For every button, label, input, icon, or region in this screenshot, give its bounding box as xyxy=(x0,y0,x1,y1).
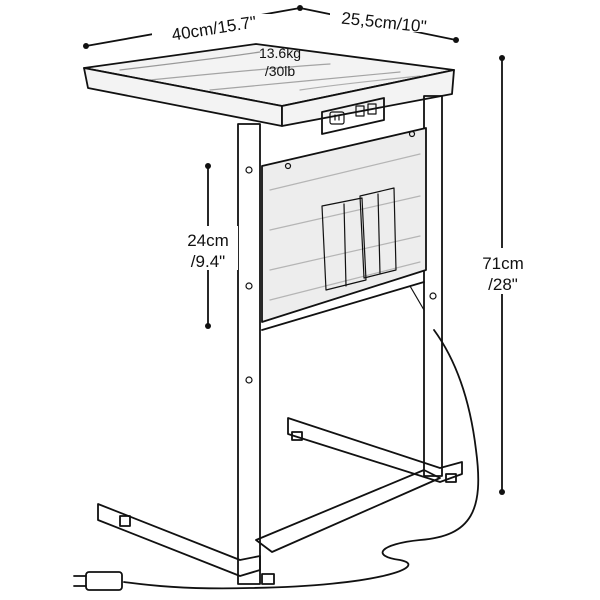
power-cord xyxy=(73,329,480,591)
back-brace xyxy=(261,281,425,331)
pocket-height-label-cm: 24cm xyxy=(187,231,229,250)
pocket-height-dimension: 24cm /9.4" xyxy=(178,163,238,329)
front-upright xyxy=(237,123,261,585)
weight-label-kg: 13.6kg xyxy=(259,45,301,61)
back-upright xyxy=(423,95,443,477)
power-strip xyxy=(321,97,385,135)
storage-pocket xyxy=(261,127,427,323)
weight-capacity: 13.6kg /30lb xyxy=(259,45,301,79)
power-outlet-icon xyxy=(329,111,345,125)
usb-port-icon xyxy=(355,103,377,117)
weight-label-lb: /30lb xyxy=(265,63,296,79)
depth-dimension: 25,5cm/10" xyxy=(299,7,459,43)
pocket-height-label-in: /9.4" xyxy=(191,252,225,271)
width-dimension: 40cm/15.7" xyxy=(83,5,303,49)
plug-icon xyxy=(73,571,123,591)
total-height-label-cm: 71cm xyxy=(482,254,524,273)
base-frame xyxy=(97,417,463,585)
total-height-dimension: 71cm /28" xyxy=(472,55,532,495)
total-height-label-in: /28" xyxy=(488,275,518,294)
